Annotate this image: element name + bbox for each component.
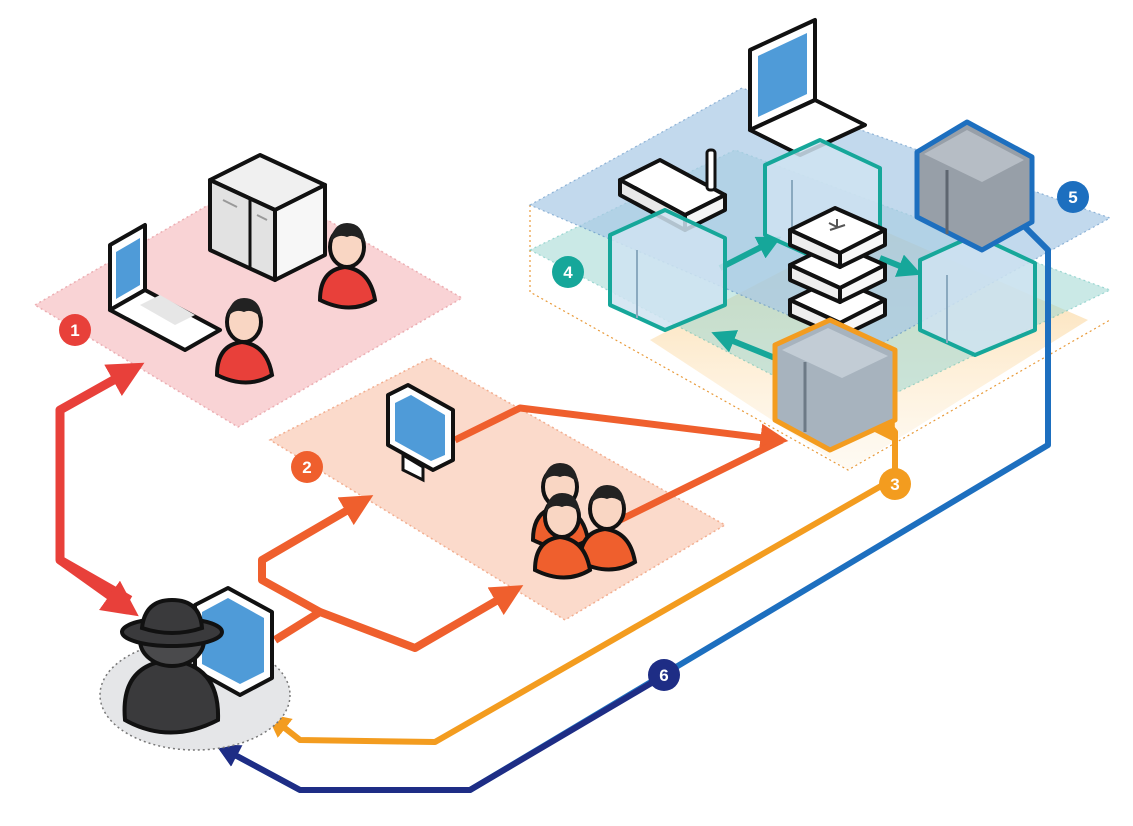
- step-badge-5-label: 5: [1068, 188, 1077, 207]
- server-icon: [208, 153, 327, 282]
- user-icon: [317, 223, 378, 310]
- laptop-icon: [108, 223, 222, 352]
- flow-line-1: [55, 362, 145, 617]
- server-icon: [914, 119, 1035, 253]
- flow-line-4: [711, 236, 922, 361]
- step-badge-2-label: 2: [302, 458, 311, 477]
- server-icon: [608, 208, 727, 332]
- hacker-icon: [99, 586, 291, 751]
- flow-line-2: [258, 404, 789, 652]
- server-icon: [918, 233, 1037, 357]
- step-badge-5: 5: [1057, 181, 1089, 213]
- server-icon: [772, 317, 898, 453]
- user-icon: [214, 298, 275, 385]
- step-badge-2: 2: [291, 451, 323, 483]
- step-badge-6: 6: [648, 659, 680, 691]
- step-badge-4-label: 4: [563, 263, 573, 282]
- flow-line-3: [266, 418, 898, 745]
- laptop-icon: [748, 18, 867, 157]
- zone-2-peach: [268, 357, 727, 621]
- step-badge-1: 1: [59, 314, 91, 346]
- step-badge-6-label: 6: [659, 666, 668, 685]
- step-badge-4: 4: [552, 256, 584, 288]
- usb-storage-icon: [788, 206, 887, 339]
- monitor-icon: [386, 383, 455, 483]
- step-badge-3-label: 3: [890, 475, 899, 494]
- step-badge-1-label: 1: [70, 321, 79, 340]
- flow-line-5-6: [215, 219, 1051, 793]
- user-group-icon: [530, 463, 638, 580]
- step-badge-3: 3: [879, 468, 911, 500]
